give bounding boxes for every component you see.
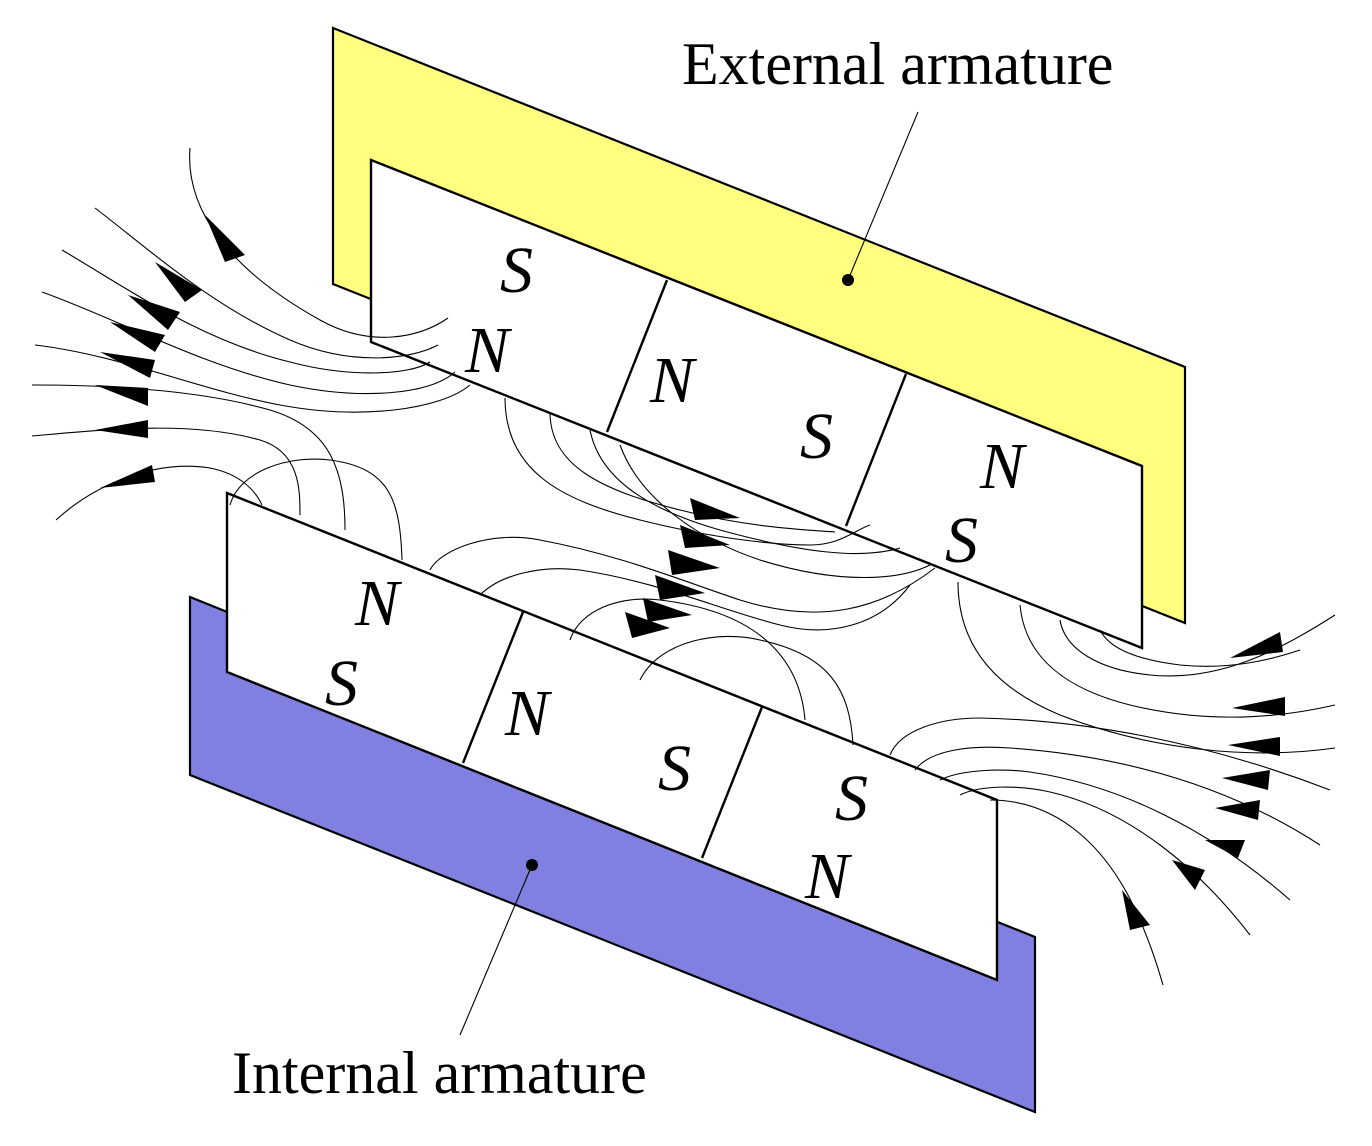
upper-magnet: S N N S N S [369,158,1144,650]
field-line [504,397,871,546]
field-arrow-icon [110,322,165,352]
field-arrow-icon [100,465,155,488]
field-line [569,598,806,721]
upper-magnet-seg3-bottom-pole: S [945,504,978,577]
field-arrow-icon [680,525,730,548]
arrows-right [1122,632,1285,930]
external-armature-callout: External armature [682,31,1113,286]
field-lines-right [889,581,1336,986]
arrows-left [95,215,245,488]
lower-magnet: N S N S S N [225,491,999,982]
field-arrow-icon [205,215,245,262]
field-arrow-icon [1172,860,1205,890]
internal-armature-label: Internal armature [232,1040,647,1106]
internal-armature-leader-dot [526,859,538,871]
field-line [34,344,471,413]
field-line [229,458,403,561]
lower-magnet-seg1-top-pole: N [354,567,403,640]
lower-magnet-divider-1 [461,611,525,764]
lower-magnet-seg2-left-pole: N [504,677,553,750]
field-arrow-icon [1215,800,1260,820]
field-line [41,291,456,395]
field-arrow-icon [128,295,180,330]
field-line [429,536,936,613]
internal-armature-leader [459,864,533,1036]
field-line [479,568,911,631]
field-arrow-icon [95,385,148,406]
lower-magnet-seg1-bottom-pole: S [325,647,358,720]
field-arrow-icon [1228,737,1280,756]
field-arrow-icon [1230,632,1283,658]
upper-magnet-seg3-top-pole: N [979,430,1028,503]
external-armature-leader-dot [842,274,854,286]
field-arrow-icon [95,420,148,438]
field-lines-center [429,397,936,746]
field-arrow-icon [1122,890,1150,930]
field-line [959,786,1251,936]
field-arrow-icon [655,575,705,600]
lower-magnet-seg3-top-pole: S [835,762,868,835]
lower-magnet-seg2-right-pole: S [658,732,691,805]
field-line [957,581,1336,754]
field-line [889,717,1331,791]
upper-magnet-seg1-bottom-pole: N [464,314,513,387]
lower-magnet-seg3-bottom-pole: N [804,840,853,913]
arrows-center [625,498,740,638]
upper-magnet-seg2-left-pole: N [649,344,698,417]
field-arrow-icon [690,498,740,520]
field-line [55,465,263,521]
field-line [31,384,346,531]
field-line [1059,614,1336,677]
field-line [589,429,901,555]
upper-magnet-divider-1 [605,279,669,433]
internal-armature-callout: Internal armature [232,859,647,1106]
field-arrow-icon [668,550,720,575]
lower-magnet-body [225,491,999,982]
upper-magnet-seg2-right-pole: S [800,400,833,473]
field-line [61,249,431,374]
field-arrow-icon [1205,840,1245,858]
upper-magnet-divider-2 [844,373,908,527]
external-armature-label: External armature [682,31,1113,97]
field-line [549,411,836,533]
field-arrow-icon [100,352,155,378]
field-line [989,799,1164,986]
field-line [639,635,854,746]
field-arrow-icon [1232,697,1285,716]
upper-magnet-seg1-top-pole: S [500,234,533,307]
field-arrow-icon [625,612,670,638]
field-arrow-icon [155,262,202,302]
lower-magnet-divider-2 [700,706,764,859]
upper-magnet-body [369,158,1144,650]
field-arrow-icon [1222,770,1270,790]
field-line [619,444,931,579]
external-armature-leader [847,111,919,281]
field-line [1099,629,1301,667]
field-line [1019,604,1336,718]
field-line [189,147,449,338]
field-line [94,207,439,359]
field-arrow-icon [643,598,692,622]
field-lines-left [31,147,471,561]
field-line [31,427,301,516]
